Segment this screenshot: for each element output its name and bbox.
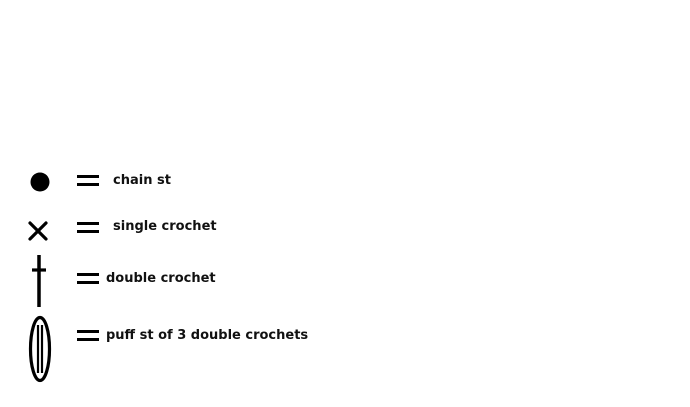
legend-label-chain-st: chain st: [113, 173, 171, 188]
equals-sign: [77, 175, 99, 186]
legend-label-puff-stitch: puff st of 3 double crochets: [106, 328, 309, 343]
equals-sign: [77, 330, 99, 341]
legend-label-double-crochet: double crochet: [106, 271, 216, 286]
single-crochet-symbol: [28, 221, 48, 241]
equals-sign: [77, 273, 99, 284]
double-crochet-symbol: [32, 255, 46, 307]
equals-sign: [77, 222, 99, 233]
chain-stitch-symbol: [30, 172, 50, 192]
puff-stitch-symbol: [28, 315, 52, 383]
legend-label-single-crochet: single crochet: [113, 219, 217, 234]
